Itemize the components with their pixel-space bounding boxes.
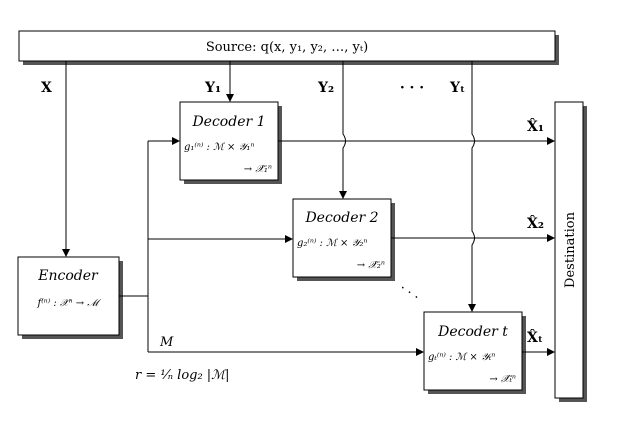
encoder-title: Encoder [37,268,99,284]
y1-label: Y₁ [204,80,221,96]
y2-label: Y₂ [317,80,334,96]
xhat2-label: X̂₂ [527,214,544,232]
xhatt-label: X̂ₜ [527,328,543,346]
x-label: X [41,80,52,96]
decoder-2-box: Decoder 2 g₂⁽ⁿ⁾ : ℳ × 𝒴₂ⁿ → 𝒳̂₂ⁿ [292,198,395,281]
m-label: M [159,335,174,350]
ellipsis-mid: · · · [396,281,422,305]
decoder-1-map: g₁⁽ⁿ⁾ : ℳ × 𝒴₁ⁿ [184,142,254,153]
yt-arrow [468,61,476,312]
decoder-t-box: Decoder t gₜ⁽ⁿ⁾ : ℳ × 𝒴ₜⁿ → 𝒳̂ₜⁿ [423,311,526,394]
source-box: Source: q(x, y₁, y₂, …, yₜ) [18,30,559,65]
decoder-t-codomain: → 𝒳̂ₜⁿ [489,374,516,385]
encoder-map: f⁽ⁿ⁾ : 𝒳ⁿ → ℳ [37,298,102,309]
rate-label: r = ¹⁄ₙ log₂ |ℳ| [135,368,229,383]
decoder-t-title: Decoder t [437,324,508,340]
decoder-t-map: gₜ⁽ⁿ⁾ : ℳ × 𝒴ₜⁿ [428,352,495,363]
decoder-1-codomain: → 𝒳̂₁ⁿ [244,164,272,175]
decoder-2-map: g₂⁽ⁿ⁾ : ℳ × 𝒴₂ⁿ [297,238,367,249]
xhat1-label: X̂₁ [527,117,544,135]
decoder-2-codomain: → 𝒳̂₂ⁿ [357,260,385,271]
destination-label: Destination [563,211,578,288]
yt-label: Yₜ [449,80,465,96]
y2-arrow [339,61,347,199]
decoder-2-title: Decoder 2 [304,210,378,226]
source-label: Source: q(x, y₁, y₂, …, yₜ) [206,40,368,55]
destination-box: Destination [554,101,587,402]
decoder-1-title: Decoder 1 [191,114,265,130]
ellipsis-top: · · · [400,80,424,96]
decoder-1-box: Decoder 1 g₁⁽ⁿ⁾ : ℳ × 𝒴₁ⁿ → 𝒳̂₁ⁿ [179,101,282,184]
encoder-box: Encoder f⁽ⁿ⁾ : 𝒳ⁿ → ℳ [17,256,123,339]
